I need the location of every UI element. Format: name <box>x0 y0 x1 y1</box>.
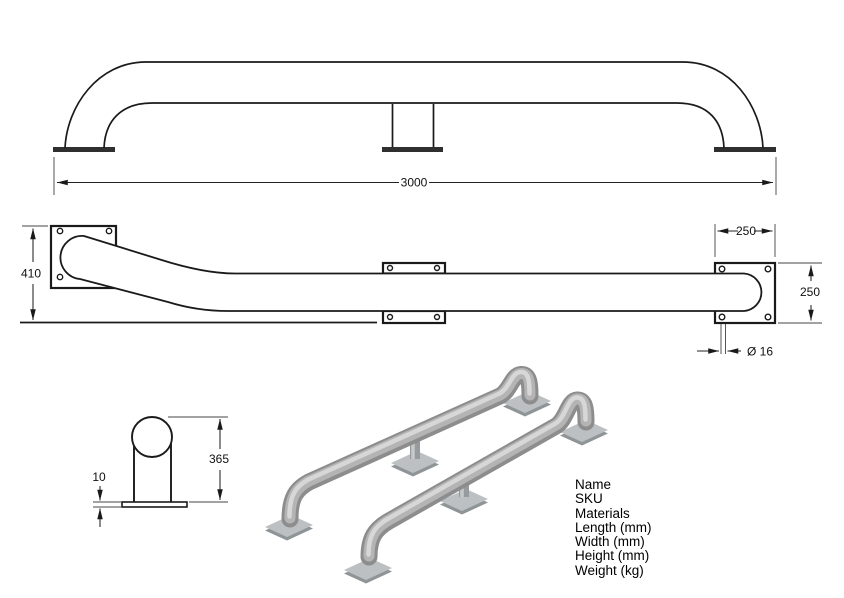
base-plate-3d <box>440 489 488 515</box>
bolt-hole <box>105 227 113 235</box>
bolt-hole <box>764 313 772 321</box>
dim-overall-length-label: 3000 <box>401 176 428 190</box>
bolt-hole <box>764 265 772 273</box>
middle-post-outline <box>391 104 435 147</box>
tube-section-circle <box>131 416 173 458</box>
bolt-hole <box>718 313 726 321</box>
bolt-hole <box>56 273 64 281</box>
spec-label: Width (mm) <box>575 534 645 550</box>
bolt-holes <box>56 227 772 321</box>
base-plate-3d <box>560 420 608 446</box>
base-plate-section <box>121 501 188 508</box>
dim-rail-height: 365 <box>168 416 229 503</box>
base-plate-3d <box>344 558 392 584</box>
rear-rail <box>265 366 551 541</box>
dim-plate-thickness-label: 10 <box>92 470 106 484</box>
bolt-hole <box>718 265 726 273</box>
dim-plate-width: 250 <box>714 224 776 257</box>
bolt-hole <box>56 227 64 235</box>
section-view: 10 365 <box>92 416 229 527</box>
spec-label: Length (mm) <box>575 519 652 535</box>
dim-plate-thickness: 10 <box>92 470 106 527</box>
dim-plate-height: 250 <box>778 262 822 324</box>
rail-tube-outline <box>59 235 763 312</box>
rail-tube-3d-highlight <box>287 369 532 519</box>
spec-label: Name <box>575 477 612 492</box>
rail-inner-outline <box>103 102 725 149</box>
dim-bolt-hole-diameter: Ø 16 <box>697 324 773 359</box>
base-plate <box>53 147 115 152</box>
dim-bolt-hole-diameter-label: Ø 16 <box>747 345 773 359</box>
spec-label: Weight (kg) <box>575 562 644 578</box>
dim-plate-width-label: 250 <box>736 224 756 238</box>
rail-tube-3d-highlight <box>366 395 588 557</box>
front-rail <box>344 391 608 584</box>
base-plate <box>714 147 776 152</box>
isometric-render <box>265 366 608 584</box>
spec-label: SKU <box>575 491 603 507</box>
dim-end-height: 410 <box>21 225 48 321</box>
front-elevation-view: 3000 <box>53 61 777 195</box>
base-plate <box>382 147 443 152</box>
dim-end-height-label: 410 <box>21 267 41 281</box>
rail-outer-outline <box>64 61 764 149</box>
dim-overall-length: 3000 <box>53 157 777 195</box>
spec-label: Materials <box>575 505 630 521</box>
post-outline <box>133 443 172 502</box>
plan-view: 410 250 250 Ø 16 <box>20 224 822 359</box>
bolt-hole <box>386 264 394 272</box>
dim-plate-height-label: 250 <box>800 285 820 299</box>
bolt-hole <box>433 313 441 321</box>
bolt-hole <box>433 264 441 272</box>
bolt-hole <box>386 313 394 321</box>
spec-label: Height (mm) <box>575 548 650 564</box>
spec-label-list: Name SKU Materials Length (mm) Width (mm… <box>575 477 652 578</box>
base-plate-3d <box>391 451 439 477</box>
dim-rail-height-label: 365 <box>209 452 229 466</box>
